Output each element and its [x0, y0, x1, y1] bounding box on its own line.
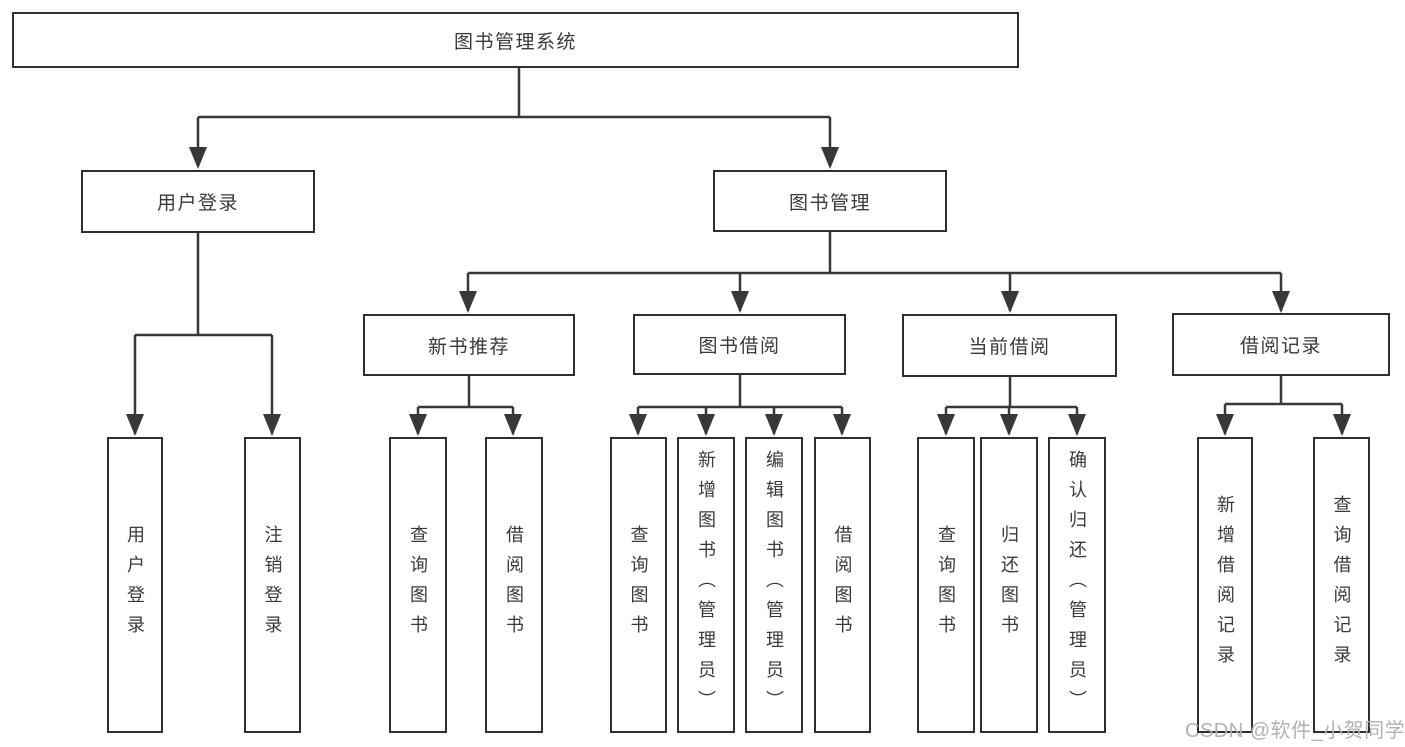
leaf-borrow-query-books-label: 查询图书: [628, 525, 649, 645]
leaf-borrow-books-label: 借阅图书: [832, 525, 853, 645]
leaf-add-books-admin-label: 新增图书（管理员）: [696, 450, 716, 720]
arrowhead: [697, 414, 715, 436]
leaf-borrow-query-books: 查询图书: [610, 437, 667, 733]
leaf-add-borrow-record-label: 新增借阅记录: [1215, 495, 1235, 675]
arrowhead: [1000, 414, 1018, 436]
leaf-current-query-books-label: 查询图书: [936, 525, 956, 645]
connector-root-to-level2: [196, 68, 832, 166]
watermark: CSDN @软件_小贺同学: [1185, 720, 1405, 742]
node-library-system-label: 图书管理系统: [453, 31, 577, 53]
leaf-user-login: 用户登录: [107, 437, 163, 733]
leaf-return-books: 归还图书: [980, 437, 1038, 733]
leaf-add-borrow-record: 新增借阅记录: [1197, 437, 1253, 733]
node-current-borrowing: 当前借阅: [902, 314, 1117, 377]
node-new-book-recommendation-label: 新书推荐: [427, 336, 510, 358]
connector-book-borrow-children: [636, 375, 844, 434]
arrowhead: [731, 291, 749, 313]
leaf-edit-books-admin: 编辑图书（管理员）: [745, 437, 803, 733]
node-book-management-label: 图书管理: [788, 192, 871, 214]
arrowhead: [1216, 414, 1234, 436]
arrowhead: [263, 414, 281, 436]
node-borrowing-records-label: 借阅记录: [1239, 336, 1322, 357]
leaf-borrow-books: 借阅图书: [814, 437, 871, 733]
leaf-user-login-label: 用户登录: [125, 525, 145, 645]
leaf-confirm-return-admin-label: 确认归还（管理员）: [1067, 450, 1087, 720]
arrowhead: [765, 414, 783, 436]
connector-borrow-records-children: [1223, 376, 1344, 434]
connector-new-book-children: [416, 376, 515, 434]
arrowhead: [821, 147, 839, 169]
arrowhead: [1333, 414, 1351, 436]
arrowhead: [1272, 291, 1290, 313]
leaf-recommend-borrow-books-label: 借阅图书: [504, 525, 524, 645]
node-user-login: 用户登录: [81, 170, 315, 233]
node-borrowing-records: 借阅记录: [1172, 313, 1390, 376]
leaf-edit-books-admin-label: 编辑图书（管理员）: [764, 450, 784, 720]
connector-book-management-children: [466, 232, 1283, 311]
arrowhead: [189, 147, 207, 169]
arrowhead: [1001, 291, 1019, 313]
node-book-management: 图书管理: [713, 170, 947, 232]
arrowhead: [459, 291, 477, 313]
leaf-logout-login-label: 注销登录: [262, 525, 283, 645]
node-new-book-recommendation: 新书推荐: [363, 314, 575, 376]
leaf-current-query-books: 查询图书: [917, 437, 975, 733]
node-book-borrowing: 图书借阅: [633, 314, 846, 375]
leaf-return-books-label: 归还图书: [999, 525, 1019, 645]
node-library-system: 图书管理系统: [12, 12, 1019, 68]
arrowhead: [504, 414, 522, 436]
leaf-recommend-query-books: 查询图书: [389, 437, 447, 733]
arrowhead: [126, 414, 144, 436]
leaf-confirm-return-admin: 确认归还（管理员）: [1048, 437, 1106, 733]
leaf-query-borrow-record-label: 查询借阅记录: [1331, 495, 1352, 675]
connector-user-login-children: [133, 233, 274, 434]
leaf-add-books-admin: 新增图书（管理员）: [677, 437, 735, 733]
node-current-borrowing-label: 当前借阅: [968, 337, 1051, 358]
leaf-recommend-borrow-books: 借阅图书: [485, 437, 543, 733]
arrowhead: [409, 414, 427, 436]
leaf-logout-login: 注销登录: [244, 437, 301, 733]
node-user-login-label: 用户登录: [156, 193, 239, 214]
arrowhead: [937, 414, 955, 436]
node-book-borrowing-label: 图书借阅: [698, 336, 781, 357]
arrowhead: [833, 414, 851, 436]
arrowheads: [126, 147, 1351, 436]
arrowhead: [1068, 414, 1086, 436]
leaf-recommend-query-books-label: 查询图书: [408, 525, 428, 645]
leaf-query-borrow-record: 查询借阅记录: [1313, 437, 1370, 733]
arrowhead: [629, 414, 647, 436]
